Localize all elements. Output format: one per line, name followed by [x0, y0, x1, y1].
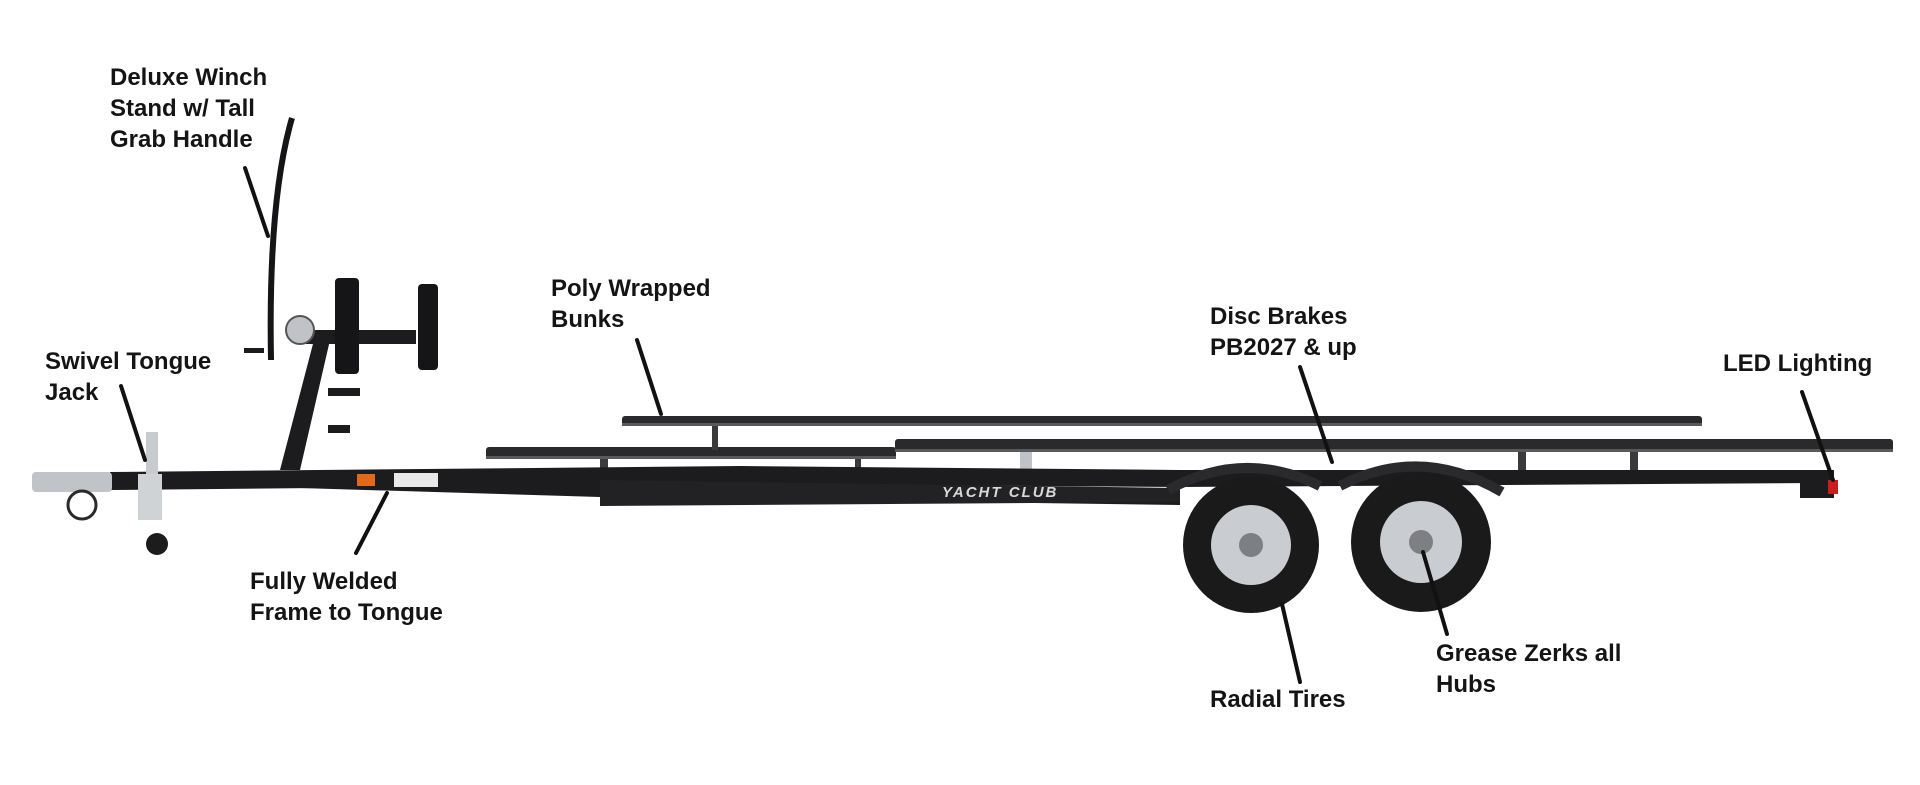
callout-line: Stand w/ Tall — [110, 95, 255, 122]
callout-line: Bunks — [551, 306, 625, 333]
tongue-coupler — [32, 472, 112, 521]
led-tail-light — [1828, 480, 1838, 494]
callout-line: Fully Welded — [250, 568, 398, 595]
amber-reflector — [357, 474, 375, 486]
leader-radial-tires — [1280, 602, 1302, 684]
callout-line: Poly Wrapped — [551, 275, 711, 302]
tongue-jack — [138, 432, 168, 555]
callout-bunks: Poly Wrapped Bunks — [551, 273, 711, 335]
callout-disc-brakes: Disc Brakes PB2027 & up — [1210, 301, 1357, 363]
callout-line: Grab Handle — [110, 126, 253, 153]
callout-winch-stand: Deluxe Winch Stand w/ Tall Grab Handle — [110, 62, 267, 155]
tire-front — [1183, 477, 1319, 613]
callout-line: Hubs — [1436, 671, 1496, 698]
lower-bunk — [486, 439, 1893, 459]
leader-grease-zerks — [1421, 550, 1449, 636]
callout-line: Radial Tires — [1210, 686, 1346, 713]
callout-line: LED Lighting — [1723, 350, 1873, 377]
vin-plate — [394, 473, 438, 487]
leader-winch-stand — [243, 166, 270, 238]
callout-grease-zerks: Grease Zerks all Hubs — [1436, 638, 1621, 700]
callout-line: Swivel Tongue — [45, 348, 212, 375]
leader-disc-brakes — [1298, 365, 1334, 464]
callout-line: PB2027 & up — [1210, 334, 1357, 361]
callout-line: Frame to Tongue — [250, 599, 443, 626]
callout-tongue-jack: Swivel Tongue Jack — [45, 346, 211, 408]
callout-welded-frame: Fully Welded Frame to Tongue — [250, 566, 443, 628]
leader-bunks — [635, 338, 663, 416]
fenders — [1165, 461, 1505, 497]
callout-line: Disc Brakes — [1210, 303, 1348, 330]
callout-line: Jack — [45, 379, 99, 406]
callout-radial-tires: Radial Tires — [1210, 684, 1346, 715]
upper-bunk — [622, 416, 1702, 426]
yacht-club-logo: YACHT CLUB — [942, 484, 1058, 501]
callout-led-lighting: LED Lighting — [1723, 348, 1872, 379]
callout-line: Deluxe Winch — [110, 64, 268, 91]
leader-led-lighting — [1800, 390, 1835, 482]
tire-rear — [1351, 472, 1491, 612]
winch-stand — [244, 117, 438, 470]
leader-lines — [119, 166, 1835, 684]
leader-tongue-jack — [119, 384, 147, 462]
callout-line: Grease Zerks all — [1436, 640, 1622, 667]
leader-welded-frame — [354, 491, 389, 555]
